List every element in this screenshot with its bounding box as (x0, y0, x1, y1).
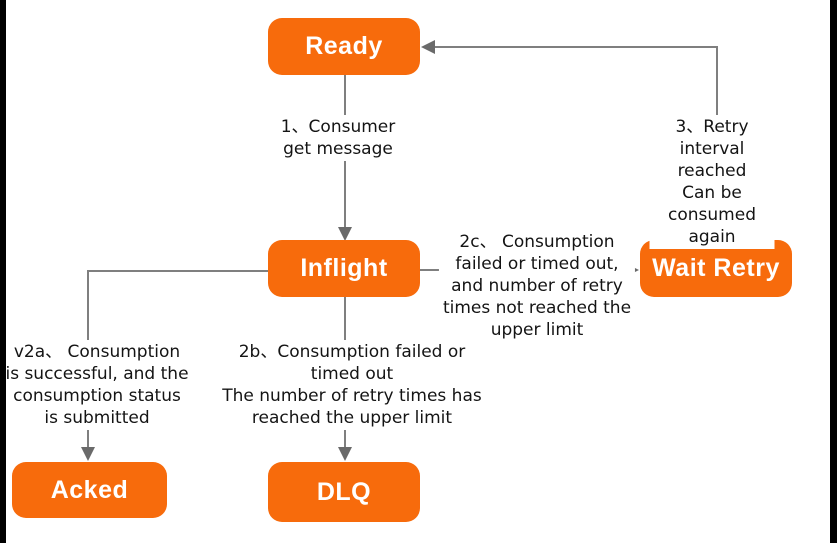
node-ready-label: Ready (305, 32, 383, 60)
node-dlq: DLQ (268, 462, 420, 522)
arrowhead-into-dlq-icon (338, 447, 352, 461)
edge-label-consumption-successful: v2a、 Consumption is successful, and the … (1, 340, 193, 430)
left-edge-bar (0, 0, 6, 543)
edge-label-retry-reached-limit: 2b、Consumption failed or timed out The n… (218, 340, 486, 430)
node-acked: Acked (12, 462, 167, 518)
node-wait-retry: Wait Retry (640, 240, 792, 297)
right-edge-bar (830, 0, 837, 543)
node-acked-label: Acked (50, 475, 129, 504)
node-wait-retry-label: Wait Retry (652, 254, 780, 282)
node-ready: Ready (268, 18, 420, 75)
edge-label-retry-not-reached-limit: 2c、 Consumption failed or timed out, and… (438, 230, 636, 342)
arrowhead-into-ready-icon (421, 40, 435, 54)
arrowhead-into-acked-icon (81, 447, 95, 461)
edge-label-consumer-get-message: 1、Consumer get message (276, 115, 400, 161)
node-dlq-label: DLQ (316, 477, 372, 506)
node-inflight: Inflight (268, 240, 420, 297)
arrowhead-into-inflight-icon (338, 227, 352, 241)
node-inflight-label: Inflight (300, 254, 388, 282)
edge-label-retry-interval-reached: 3、Retry interval reached Can be consumed… (649, 115, 775, 249)
